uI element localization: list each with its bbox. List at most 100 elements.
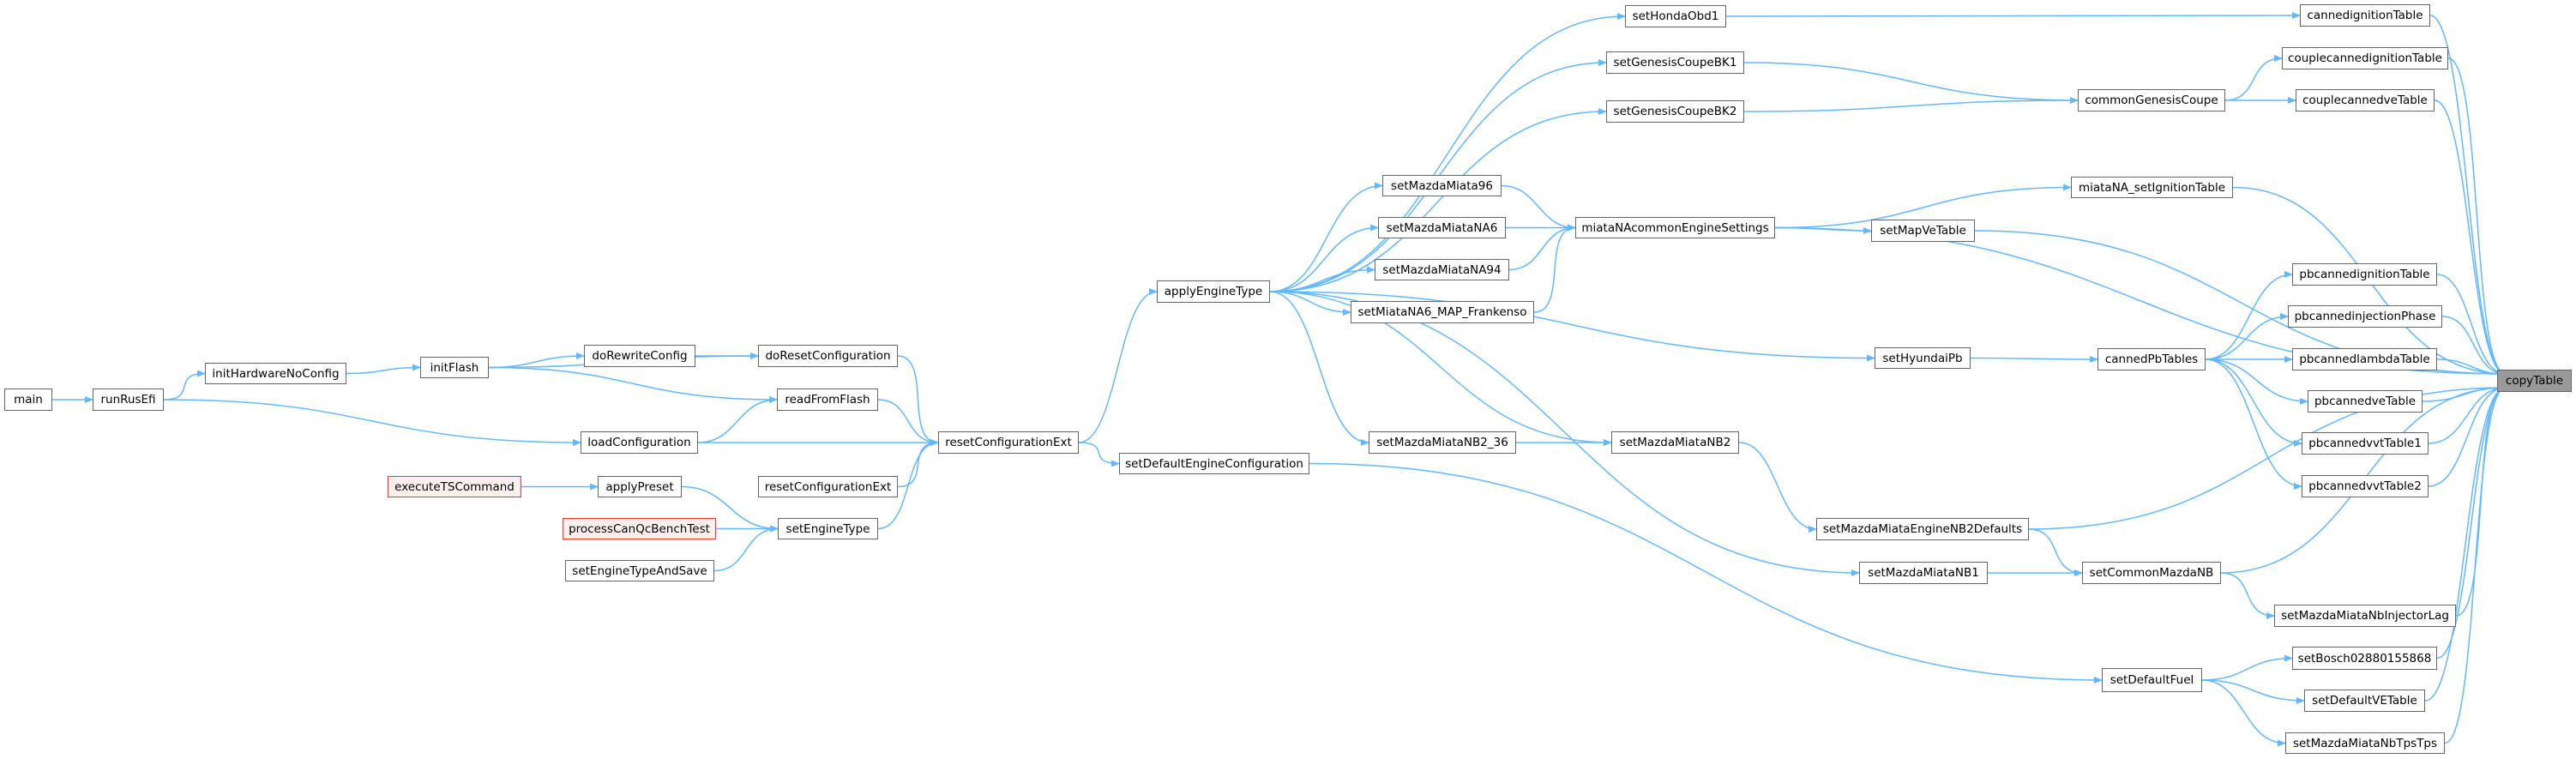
graph-node-initHardwareNoConfig[interactable]: initHardwareNoConfig bbox=[205, 363, 346, 384]
edge-loadConfiguration-to-readFromFlash bbox=[697, 396, 778, 443]
edge-setBosch02880155868-to-copyTable bbox=[2436, 384, 2507, 660]
graph-node-setMazdaMiataNA6[interactable]: setMazdaMiataNA6 bbox=[1378, 217, 1506, 238]
edge-cannedPbTables-to-pbcannedvvtTable2 bbox=[2205, 358, 2302, 490]
graph-node-setMiataNA6-MAP-Frankenso[interactable]: setMiataNA6_MAP_Frankenso bbox=[1351, 301, 1534, 323]
graph-node-pbcannedinjectionPhase[interactable]: pbcannedinjectionPhase bbox=[2288, 305, 2442, 328]
graph-node-setMazdaMiataNA94[interactable]: setMazdaMiataNA94 bbox=[1375, 259, 1509, 280]
graph-node-pbcannedvvtTable1[interactable]: pbcannedvvtTable1 bbox=[2302, 432, 2429, 455]
graph-node-resetConfigurationExt2[interactable]: resetConfigurationExt bbox=[758, 476, 898, 497]
edge-applyEngineType-to-setMazdaMiataNA6 bbox=[1269, 224, 1379, 292]
edge-cannedPbTables-to-pbcannedveTable bbox=[2205, 358, 2308, 405]
edge-applyEngineType-to-setMazdaMiataNB1 bbox=[1269, 291, 1860, 576]
graph-node-initFlash[interactable]: initFlash bbox=[420, 357, 489, 378]
edge-setDefaultVETable-to-copyTable bbox=[2424, 384, 2507, 702]
graph-node-setMazdaMiataEngineNB2Defaults[interactable]: setMazdaMiataEngineNB2Defaults bbox=[1816, 518, 2029, 540]
edge-setHyundaiPb-to-cannedPbTables bbox=[1970, 355, 2098, 363]
edge-couplecannedignitionTable-to-copyTable bbox=[2447, 57, 2507, 377]
edge-runRusEfi-to-loadConfiguration bbox=[163, 399, 581, 446]
graph-node-readFromFlash[interactable]: readFromFlash bbox=[777, 389, 878, 411]
edge-setMazdaMiataNA94-to-miataNAcommonEngineSettings bbox=[1508, 224, 1576, 271]
edge-applyEngineType-to-setMazdaMiataNA94 bbox=[1269, 266, 1375, 292]
graph-node-setMazdaMiataNB1[interactable]: setMazdaMiataNB1 bbox=[1859, 562, 1988, 584]
edge-miataNAcommonEngineSettings-to-miataNA_setIgnitionTable bbox=[1774, 184, 2072, 229]
edge-cannedPbTables-to-pbcannedignitionTable bbox=[2205, 271, 2293, 360]
graph-node-pbcannedveTable[interactable]: pbcannedveTable bbox=[2308, 390, 2423, 413]
graph-node-setGenesisCoupeBK2[interactable]: setGenesisCoupeBK2 bbox=[1606, 100, 1744, 123]
edge-setGenesisCoupeBK2-to-commonGenesisCoupe bbox=[1743, 97, 2079, 112]
graph-node-doRewriteConfig[interactable]: doRewriteConfig bbox=[584, 345, 695, 367]
graph-node-setMazdaMiataNbTpsTps[interactable]: setMazdaMiataNbTpsTps bbox=[2285, 732, 2445, 754]
edge-applyEngineType-to-setHyundaiPb bbox=[1269, 291, 1875, 362]
edge-resetConfigurationExt-to-setDefaultEngineConfiguration bbox=[1078, 442, 1120, 467]
edge-cannedPbTables-to-pbcannedvvtTable1 bbox=[2205, 358, 2302, 447]
graph-node-runRusEfi[interactable]: runRusEfi bbox=[93, 389, 164, 411]
graph-node-processCanQcBenchTest[interactable]: processCanQcBenchTest bbox=[563, 518, 716, 539]
graph-node-setMazdaMiataNbInjectorLag[interactable]: setMazdaMiataNbInjectorLag bbox=[2274, 605, 2456, 627]
graph-node-setCommonMazdaNB[interactable]: setCommonMazdaNB bbox=[2082, 562, 2221, 584]
edge-applyEngineType-to-setMazdaMiataNB2 bbox=[1269, 291, 1612, 446]
graph-node-setMazdaMiataNB2[interactable]: setMazdaMiataNB2 bbox=[1611, 431, 1739, 454]
edge-setMazdaMiata96-to-miataNAcommonEngineSettings bbox=[1501, 184, 1576, 232]
graph-node-pbcannedlambdaTable[interactable]: pbcannedlambdaTable bbox=[2292, 348, 2437, 370]
graph-node-commonGenesisCoupe[interactable]: commonGenesisCoupe bbox=[2078, 89, 2225, 111]
edge-setGenesisCoupeBK1-to-commonGenesisCoupe bbox=[1743, 62, 2079, 104]
graph-node-applyPreset[interactable]: applyPreset bbox=[598, 476, 682, 497]
edge-applyEngineType-to-setMazdaMiata96 bbox=[1269, 182, 1383, 292]
graph-node-resetConfigurationExt[interactable]: resetConfigurationExt bbox=[938, 431, 1079, 454]
graph-node-doResetConfiguration[interactable]: doResetConfiguration bbox=[758, 345, 898, 367]
edge-setDefaultFuel-to-setMazdaMiataNbTpsTps bbox=[2201, 679, 2286, 747]
graph-node-setDefaultEngineConfiguration[interactable]: setDefaultEngineConfiguration bbox=[1119, 453, 1309, 474]
graph-node-miataNAcommonEngineSettings[interactable]: miataNAcommonEngineSettings bbox=[1575, 217, 1775, 238]
graph-node-main[interactable]: main bbox=[4, 389, 52, 411]
edge-setEngineTypeAndSave-to-setEngineType bbox=[713, 525, 779, 572]
edge-setDefaultFuel-to-setDefaultVETable bbox=[2201, 679, 2305, 704]
edge-applyEngineType-to-setMazdaMiataNB2_36 bbox=[1269, 291, 1369, 446]
graph-node-pbcannedvvtTable2[interactable]: pbcannedvvtTable2 bbox=[2302, 475, 2429, 497]
edge-applyEngineType-to-setHondaObd1 bbox=[1269, 13, 1626, 292]
edge-pbcannedvvtTable1-to-copyTable bbox=[2428, 384, 2507, 444]
graph-node-cannedignitionTable[interactable]: cannedignitionTable bbox=[2300, 4, 2430, 27]
graph-node-cannedPbTables[interactable]: cannedPbTables bbox=[2098, 348, 2206, 370]
edge-setMazdaMiataNB2-to-setMazdaMiataEngineNB2Defaults bbox=[1738, 442, 1817, 533]
graph-node-copyTable: copyTable bbox=[2497, 370, 2572, 392]
graph-node-setHyundaiPb[interactable]: setHyundaiPb bbox=[1875, 347, 1971, 369]
graph-node-setDefaultFuel[interactable]: setDefaultFuel bbox=[2102, 668, 2202, 692]
edge-setMazdaMiataEngineNB2Defaults-to-setCommonMazdaNB bbox=[2028, 528, 2083, 576]
edge-pbcannedlambdaTable-to-copyTable bbox=[2436, 358, 2507, 377]
edge-applyEngineType-to-setGenesisCoupeBK2 bbox=[1269, 108, 1607, 292]
graph-node-setEngineTypeAndSave[interactable]: setEngineTypeAndSave bbox=[565, 560, 714, 581]
edge-setMiataNA6_MAP_Frankenso-to-miataNAcommonEngineSettings bbox=[1533, 224, 1576, 313]
edge-setCommonMazdaNB-to-setMazdaMiataNbInjectorLag bbox=[2220, 572, 2275, 619]
graph-node-setMazdaMiataNB2-36[interactable]: setMazdaMiataNB2_36 bbox=[1369, 431, 1516, 454]
edge-pbcannedignitionTable-to-copyTable bbox=[2436, 274, 2507, 377]
graph-node-setDefaultVETable[interactable]: setDefaultVETable bbox=[2304, 690, 2425, 712]
graph-node-setHondaObd1[interactable]: setHondaObd1 bbox=[1625, 5, 1726, 27]
edge-setDefaultEngineConfiguration-to-setDefaultFuel bbox=[1309, 462, 2103, 684]
graph-node-setGenesisCoupeBK1[interactable]: setGenesisCoupeBK1 bbox=[1606, 51, 1744, 74]
edge-readFromFlash-to-resetConfigurationExt bbox=[877, 399, 939, 446]
graph-node-setMapVeTable[interactable]: setMapVeTable bbox=[1871, 220, 1975, 242]
graph-node-couplecannedveTable[interactable]: couplecannedveTable bbox=[2296, 89, 2435, 111]
graph-node-loadConfiguration[interactable]: loadConfiguration bbox=[581, 431, 698, 454]
edge-resetConfigurationExt-to-applyEngineType bbox=[1078, 288, 1158, 443]
edge-resetConfigurationExt2-to-resetConfigurationExt bbox=[897, 439, 939, 488]
graph-node-applyEngineType[interactable]: applyEngineType bbox=[1157, 280, 1270, 303]
edge-setMazdaMiataNbTpsTps-to-copyTable bbox=[2444, 384, 2507, 744]
graph-node-setMazdaMiata96[interactable]: setMazdaMiata96 bbox=[1382, 175, 1502, 196]
edge-pbcannedinjectionPhase-to-copyTable bbox=[2441, 316, 2507, 377]
edge-pbcannedvvtTable2-to-copyTable bbox=[2428, 384, 2507, 487]
graph-node-executeTSCommand[interactable]: executeTSCommand bbox=[388, 476, 521, 497]
graph-node-setEngineType[interactable]: setEngineType bbox=[778, 518, 878, 539]
edge-initFlash-to-readFromFlash bbox=[488, 366, 778, 403]
edge-commonGenesisCoupe-to-couplecannedignitionTable bbox=[2224, 55, 2283, 101]
graph-node-setBosch02880155868[interactable]: setBosch02880155868 bbox=[2292, 647, 2437, 670]
graph-node-pbcannedignitionTable[interactable]: pbcannedignitionTable bbox=[2292, 263, 2437, 286]
edge-applyPreset-to-setEngineType bbox=[681, 485, 779, 533]
edge-cannedPbTables-to-pbcannedinjectionPhase bbox=[2205, 313, 2289, 360]
graph-node-couplecannedignitionTable[interactable]: couplecannedignitionTable bbox=[2282, 47, 2448, 69]
graph-node-miataNA-setIgnitionTable[interactable]: miataNA_setIgnitionTable bbox=[2071, 177, 2233, 198]
edge-setDefaultFuel-to-setBosch02880155868 bbox=[2201, 654, 2293, 681]
edge-doResetConfiguration-to-resetConfigurationExt bbox=[897, 355, 939, 446]
edge-cannedignitionTable-to-copyTable bbox=[2429, 15, 2507, 377]
